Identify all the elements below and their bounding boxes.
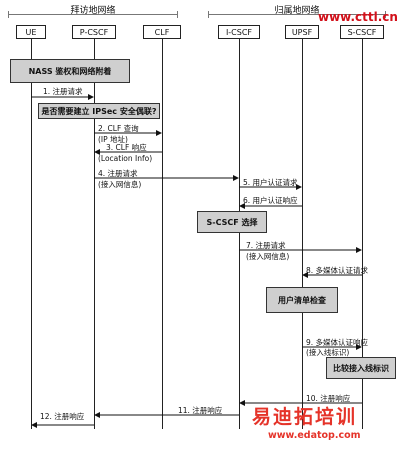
msg-4-sub: (接入网信息) (98, 180, 142, 189)
msg-2-label: 2. CLF 查询 (98, 124, 139, 133)
msg-3-sub: (Location Info) (98, 154, 153, 163)
lifeline-p-cscf (94, 39, 95, 429)
scscf-select-box: S-CSCF 选择 (197, 211, 267, 233)
lifeline-s-cscf (362, 39, 363, 429)
lifeline-upsf (302, 39, 303, 429)
msg-8-label: 8. 多媒体认证请求 (306, 266, 369, 275)
msg-2-sub: (IP 地址) (98, 135, 128, 144)
msg-9-label: 9. 多媒体认证响应 (306, 338, 369, 347)
msg-12-label: 12. 注册响应 (40, 412, 85, 421)
entity-upsf: UPSF (285, 25, 319, 39)
compare-line-id-box: 比较接入线标识 (326, 357, 396, 379)
msg-9-sub: (接入线标识) (306, 348, 350, 357)
entity-s-cscf: S-CSCF (340, 25, 384, 39)
edatop-url: www.edatop.com (268, 430, 361, 441)
home-network-label: 归属地网络 (274, 6, 320, 16)
visited-network-label: 拜访地网络 (70, 6, 116, 16)
entity-ue: UE (16, 25, 46, 39)
msg-3-label: 3. CLF 响应 (106, 143, 147, 152)
home-network-bracket (208, 11, 386, 18)
visited-network-bracket (8, 11, 178, 18)
cttl-watermark: www.cttl.cn (318, 10, 398, 24)
ipsec-question-box: 是否需要建立 IPSec 安全偶联? (38, 103, 160, 119)
lifeline-ue (31, 39, 32, 429)
entity-p-cscf: P-CSCF (72, 25, 116, 39)
msg-7-label: 7. 注册请求 (246, 241, 286, 250)
nass-auth-box: NASS 鉴权和网络附着 (10, 59, 130, 83)
lifeline-i-cscf (239, 39, 240, 429)
msg-4-label: 4. 注册请求 (98, 169, 138, 178)
msg-11-label: 11. 注册响应 (178, 406, 223, 415)
msg-6-label: 6. 用户认证响应 (243, 196, 298, 205)
entity-i-cscf: I-CSCF (218, 25, 260, 39)
user-list-check-box: 用户清单检查 (266, 287, 338, 313)
msg-5-label: 5. 用户认证请求 (243, 178, 298, 187)
entity-clf: CLF (143, 25, 181, 39)
lifeline-clf (162, 39, 163, 429)
msg-10-label: 10. 注册响应 (306, 394, 351, 403)
msg-1-label: 1. 注册请求 (43, 87, 83, 96)
edatop-watermark: 易迪拓培训 (252, 406, 358, 428)
msg-7-sub: (接入网信息) (246, 252, 290, 261)
